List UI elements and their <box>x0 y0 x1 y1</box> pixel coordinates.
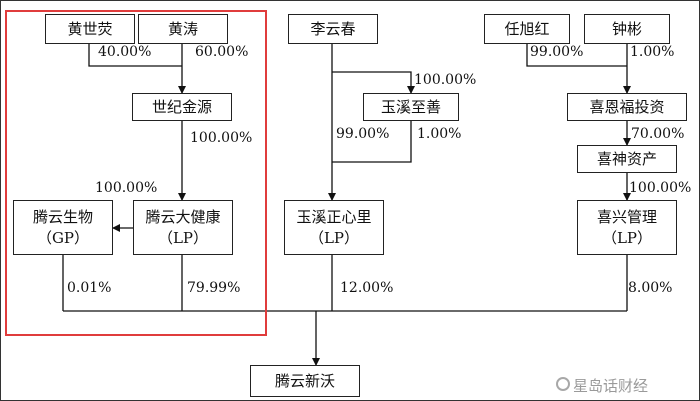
node-tengyun-xinwo: 腾云新沃 <box>250 365 360 397</box>
weibo-watermark-icon <box>556 377 570 391</box>
edge-zhishan-zhengxinli <box>332 120 412 163</box>
pct-zhong-xienfu: 1.00% <box>630 44 675 60</box>
node-tengyun-bio: 腾云生物（GP） <box>13 200 113 255</box>
edge-li-zhishan <box>332 71 415 94</box>
node-xixing-management: 喜兴管理（LP） <box>577 200 677 255</box>
node-shiji-jinyuan: 世纪金源 <box>132 93 232 121</box>
pct-xienfu-xishen: 70.00% <box>631 126 685 142</box>
pct-li-zhengxinli: 99.00% <box>336 126 390 142</box>
edge-ren <box>526 44 627 67</box>
node-huang-tao: 黄涛 <box>138 14 228 44</box>
highlight-box <box>5 10 267 336</box>
watermark: 星岛话财经 <box>573 377 649 395</box>
pct-zhengxinli-xinwo: 12.00% <box>340 280 394 296</box>
node-huang-shiying: 黄世荧 <box>45 14 135 44</box>
node-xienfu-investment: 喜恩福投资 <box>567 93 687 121</box>
pct-huang-shiying: 40.00% <box>98 44 152 60</box>
node-yuxi-zhengxinli: 玉溪正心里（LP） <box>284 200 384 255</box>
node-yuxi-zhishan: 玉溪至善 <box>363 93 459 121</box>
edge-huangshiying <box>88 44 182 67</box>
node-xishen-asset: 喜神资产 <box>577 145 677 173</box>
pct-bio-xinwo: 0.01% <box>67 280 112 296</box>
pct-huang-tao: 60.00% <box>195 44 249 60</box>
node-li-yunchun: 李云春 <box>288 14 378 44</box>
node-ren-xuhong: 任旭红 <box>484 14 570 44</box>
pct-xishen-xixing: 100.00% <box>629 180 692 196</box>
pct-health-bio: 100.00% <box>95 180 158 196</box>
pct-xixing-xinwo: 8.00% <box>628 280 673 296</box>
pct-zhishan-zhengxinli: 1.00% <box>417 126 462 142</box>
pct-li-zhishan: 100.00% <box>414 72 477 88</box>
pct-health-xinwo: 79.99% <box>187 280 241 296</box>
pct-shiji-health: 100.00% <box>190 130 253 146</box>
node-zhong-bin: 钟彬 <box>584 14 670 44</box>
node-tengyun-health: 腾云大健康（LP） <box>133 200 233 255</box>
pct-ren-xienfu: 99.00% <box>530 44 584 60</box>
